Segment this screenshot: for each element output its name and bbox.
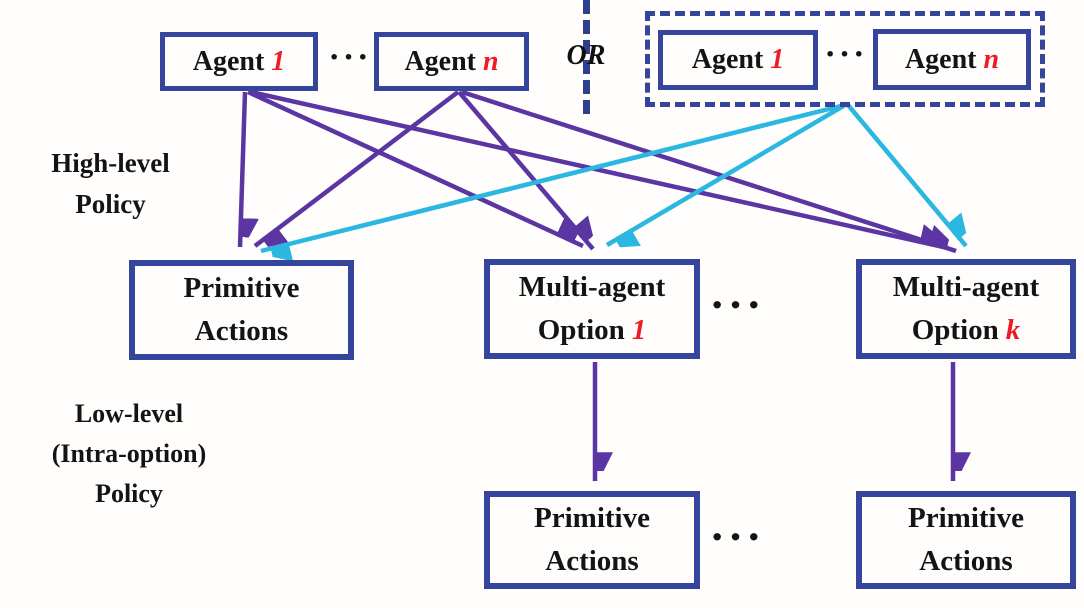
option-label-text: Option — [911, 314, 999, 346]
agent-label-text: Agent — [192, 45, 265, 77]
edge-agent-left-n-to-multi-agent-option-k — [461, 89, 957, 254]
option-label-text: Option — [537, 314, 625, 346]
low-level-policy-line1: Low-level — [74, 399, 184, 428]
option-k-line1: Multi-agent — [892, 270, 1040, 303]
ellipsis-bottom-row: ··· — [709, 510, 765, 562]
edge-agent-left-n-to-primitive-actions-top — [253, 90, 460, 246]
ellipsis-top-left: ··· — [328, 39, 372, 76]
primitive-actions-line1: Primitive — [183, 271, 300, 304]
edge-agent-left-1-to-multi-agent-option-1 — [247, 89, 584, 249]
low-level-policy-line3: Policy — [95, 479, 163, 509]
option-1-line1: Multi-agent — [518, 270, 666, 303]
primitive-actions-bottom-right-box: Primitive Actions — [856, 491, 1076, 589]
ellipsis-mid-row: ··· — [709, 278, 765, 330]
ellipsis-top-right: ··· — [824, 36, 868, 73]
edge-agent-group-right-to-primitive-actions-top — [260, 102, 846, 251]
primitive-actions-line1: Primitive — [908, 501, 1024, 534]
agent-index: n — [482, 45, 499, 77]
agent-label-text: Agent — [404, 45, 476, 77]
primitive-actions-line2: Actions — [194, 315, 289, 347]
agent-index: n — [983, 43, 1000, 75]
primitive-actions-top-box: Primitive Actions — [129, 260, 354, 360]
option-index: k — [1005, 314, 1021, 346]
high-level-policy-label: High-level Policy — [18, 143, 203, 224]
low-level-policy-line2: (Intra-option) — [51, 439, 207, 469]
agent-label-text: Agent — [904, 43, 977, 75]
high-level-policy-line2: Policy — [75, 188, 146, 219]
agent-group-dashed-border — [645, 11, 1045, 107]
edge-agent-left-n-to-multi-agent-option-1 — [457, 90, 593, 251]
primitive-actions-line2: Actions — [545, 545, 639, 577]
primitive-actions-line1: Primitive — [534, 501, 650, 534]
agent-label-text: Agent — [691, 44, 764, 75]
low-level-policy-label: Low-level (Intra-option) Policy — [8, 394, 250, 514]
or-divider-dashed-line — [583, 0, 590, 114]
agent-index: 1 — [770, 44, 785, 75]
primitive-actions-line2: Actions — [919, 545, 1013, 577]
primitive-actions-bottom-left-box: Primitive Actions — [484, 491, 700, 589]
option-index: 1 — [631, 314, 647, 346]
or-label: OR — [566, 40, 606, 71]
edge-agent-group-right-to-multi-agent-option-k — [846, 103, 966, 248]
high-level-policy-line1: High-level — [51, 148, 170, 178]
edge-agent-group-right-to-multi-agent-option-1 — [605, 103, 847, 245]
edge-agent-left-1-to-primitive-actions-top — [237, 91, 245, 248]
edge-agent-left-1-to-multi-agent-option-k — [250, 89, 949, 251]
agent-index: 1 — [271, 45, 286, 77]
